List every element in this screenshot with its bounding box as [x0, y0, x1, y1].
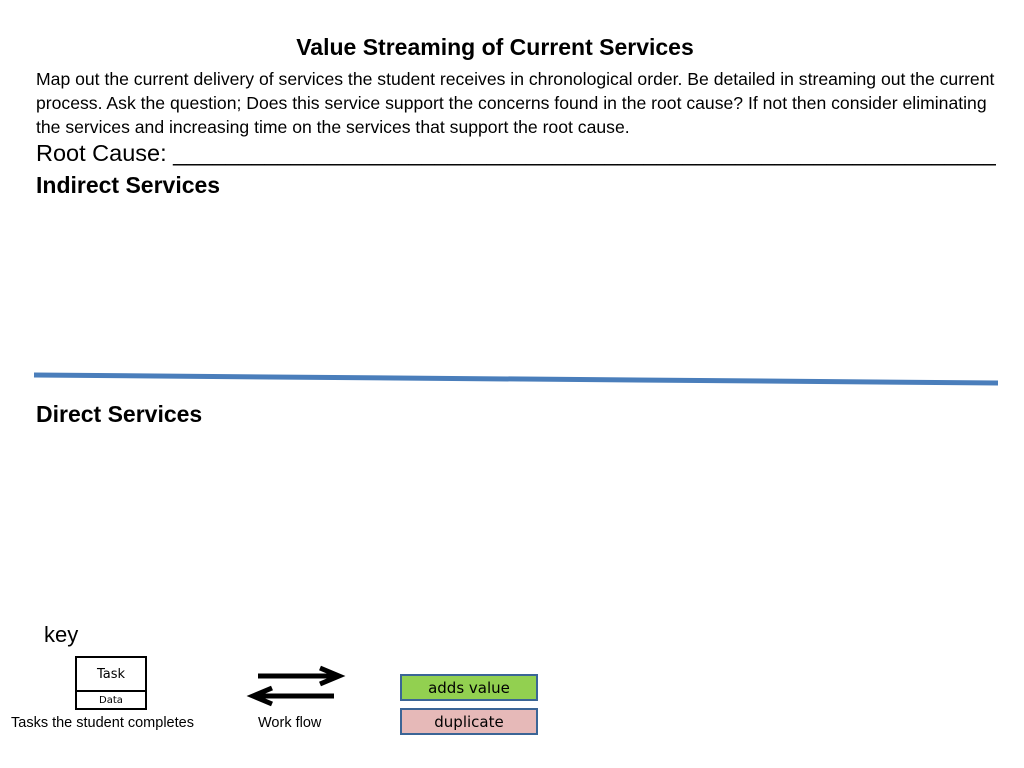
section-divider: [33, 372, 999, 386]
task-label: Task: [77, 658, 145, 692]
workflow-caption: Work flow: [258, 715, 322, 731]
indirect-services-heading: Indirect Services: [36, 172, 221, 198]
duplicate-swatch: duplicate: [400, 708, 538, 735]
task-caption: Tasks the student completes: [11, 715, 194, 731]
page-title: Value Streaming of Current Services: [296, 34, 694, 60]
key-title: key: [44, 622, 79, 647]
instructions-text: Map out the current delivery of services…: [36, 69, 995, 137]
root-cause-line: Root Cause: ____________________________…: [36, 140, 996, 166]
double-arrow-icon: [246, 665, 346, 707]
adds-value-swatch: adds value: [400, 674, 538, 701]
task-box-legend: Task Data: [75, 656, 147, 710]
data-label: Data: [99, 694, 123, 706]
direct-services-heading: Direct Services: [36, 401, 203, 427]
